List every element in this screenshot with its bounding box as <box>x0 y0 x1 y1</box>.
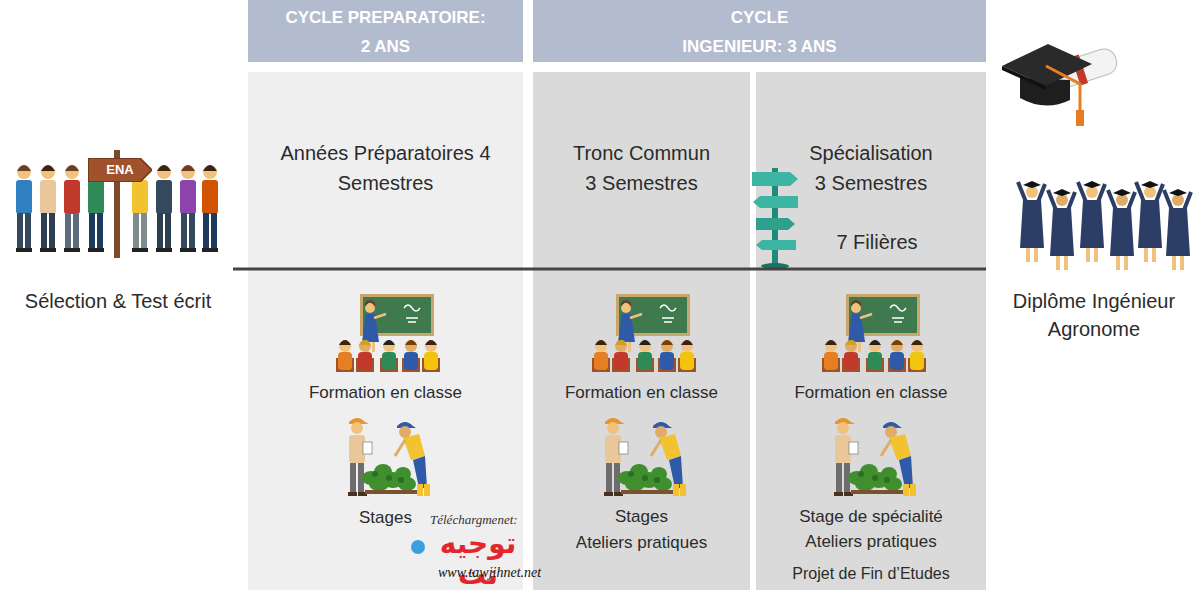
graduates-group <box>1018 181 1191 270</box>
cycle-header: CYCLE PREPARATOIRE: 2 ANS <box>248 0 523 62</box>
student-figure <box>202 165 218 252</box>
activity-label: Stages <box>359 508 412 528</box>
phase-column: Spécialisation 3 Semestres 7 FilièresForm… <box>756 72 986 590</box>
watermark-text: Téléchargmenet: <box>430 512 560 528</box>
graduate-figure <box>1048 189 1075 270</box>
diploma-label: Diplôme Ingénieur Agronome <box>992 287 1196 343</box>
diploma-cap <box>1002 44 1120 126</box>
student-figure <box>16 165 32 252</box>
phase-column: Tronc Commun 3 SemestresFormation en cla… <box>533 72 750 590</box>
cycle-title: CYCLE PREPARATOIRE: 2 ANS <box>283 3 488 61</box>
field-work-icon <box>348 418 916 496</box>
activity-label: Formation en classe <box>309 383 462 403</box>
cycle-header: CYCLE INGENIEUR: 3 ANS <box>533 0 986 62</box>
globe-icon <box>411 540 425 554</box>
activity-label: Projet de Fin d’Etudes <box>792 564 949 583</box>
signpost-board: ENA <box>88 158 152 182</box>
sign-text: ENA <box>106 162 133 178</box>
graduate-figure <box>1136 181 1163 262</box>
activity-label: Stage de spécialité <box>799 507 943 527</box>
activity-label: Formation en classe <box>794 383 947 403</box>
branch-count: 7 Filières <box>836 230 917 254</box>
watermark-logo: توجيه نت <box>428 528 528 590</box>
entry-label: Sélection & Test écrit <box>6 288 230 314</box>
watermark-url: www.tawjihnet.net <box>438 564 578 581</box>
divider-line <box>233 268 986 271</box>
activity-label: Formation en classe <box>565 383 718 403</box>
phase-title: Tronc Commun 3 Semestres <box>567 138 717 198</box>
classroom-icon <box>336 294 926 372</box>
activity-label: Ateliers pratiques <box>576 533 707 553</box>
graduate-figure <box>1164 189 1191 270</box>
student-figure <box>40 165 56 252</box>
activity-label: Stages <box>615 507 668 527</box>
graduate-figure <box>1018 181 1045 262</box>
graduate-figure <box>1078 181 1105 262</box>
activity-label: Ateliers pratiques <box>805 532 936 552</box>
student-figure <box>64 165 80 252</box>
student-figure <box>180 165 196 252</box>
signpost-icon <box>752 168 798 269</box>
graduate-figure <box>1108 189 1135 270</box>
student-figure <box>156 165 172 252</box>
phase-title: Spécialisation 3 Semestres <box>801 138 941 198</box>
cycle-title: CYCLE INGENIEUR: 3 ANS <box>680 3 839 61</box>
phase-title: Années Préparatoires 4 Semestres <box>278 138 493 198</box>
